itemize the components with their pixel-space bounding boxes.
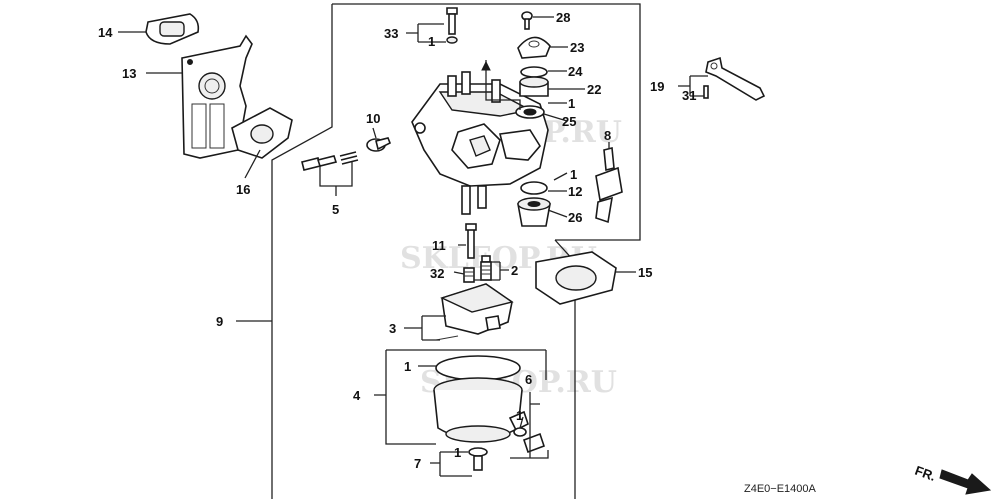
needle-11 [465, 223, 477, 259]
arrow-head [481, 60, 491, 71]
gasket-16 [231, 107, 293, 159]
callout-1d: 1 [404, 359, 411, 374]
front-label: FR. [913, 463, 938, 484]
callout-9: 9 [216, 314, 223, 329]
callout-28: 28 [556, 10, 570, 25]
callout-31: 31 [682, 88, 696, 103]
callout-32: 32 [430, 266, 444, 281]
callout-11: 11 [432, 238, 446, 253]
pin-31 [703, 85, 709, 99]
valve-22 [519, 76, 549, 97]
callout-3: 3 [389, 321, 396, 336]
gasket-14 [145, 13, 200, 45]
cap-23 [517, 36, 551, 59]
callout-7: 7 [414, 456, 421, 471]
callout-1c: 1 [570, 167, 577, 182]
callout-23: 23 [570, 40, 584, 55]
drain-screw-6 [513, 427, 546, 454]
callout-1a: 1 [428, 34, 435, 49]
front-arrow-icon [939, 469, 992, 495]
callout-4: 4 [353, 388, 361, 403]
callout-15: 15 [638, 265, 652, 280]
screw-28 [521, 11, 533, 30]
float-3 [435, 283, 514, 341]
callout-25: 25 [562, 114, 576, 129]
ring-24 [520, 66, 548, 78]
screw-33 [446, 7, 458, 44]
callout-1b: 1 [568, 96, 575, 111]
front-direction-indicator: FR. [913, 463, 992, 495]
pilot-screw-5 [301, 151, 359, 171]
callout-19: 19 [650, 79, 664, 94]
callout-13: 13 [122, 66, 136, 81]
callout-16: 16 [236, 182, 250, 197]
callout-8: 8 [604, 128, 611, 143]
lever-19 [705, 56, 766, 101]
callout-14: 14 [98, 25, 113, 40]
o-ring-12 [520, 181, 548, 195]
callout-33: 33 [384, 26, 398, 41]
callout-6: 6 [525, 372, 532, 387]
callout-labels: 14 13 16 10 5 9 33 1 28 23 24 22 1 25 19… [98, 10, 696, 471]
callout-5: 5 [332, 202, 339, 217]
gasket-15 [535, 251, 617, 305]
screw-10 [366, 137, 392, 152]
float-bowl-4 [433, 355, 529, 443]
carburetor-body [411, 71, 549, 215]
callout-2: 2 [511, 263, 518, 278]
callout-10: 10 [366, 111, 380, 126]
callout-1f: 1 [454, 445, 461, 460]
callout-12: 12 [568, 184, 582, 199]
leader-lines [118, 16, 708, 477]
part-8 [595, 146, 623, 224]
callout-1e: 1 [516, 408, 523, 423]
bolt-7 [468, 447, 488, 471]
screw-2 [480, 255, 492, 281]
callout-24: 24 [568, 64, 583, 79]
callout-22: 22 [587, 82, 601, 97]
jet-32 [463, 267, 475, 283]
part-25 [515, 105, 545, 119]
diagram-code: Z4E0−E1400A [744, 483, 817, 495]
callout-26: 26 [568, 210, 582, 225]
part-26 [517, 197, 551, 227]
